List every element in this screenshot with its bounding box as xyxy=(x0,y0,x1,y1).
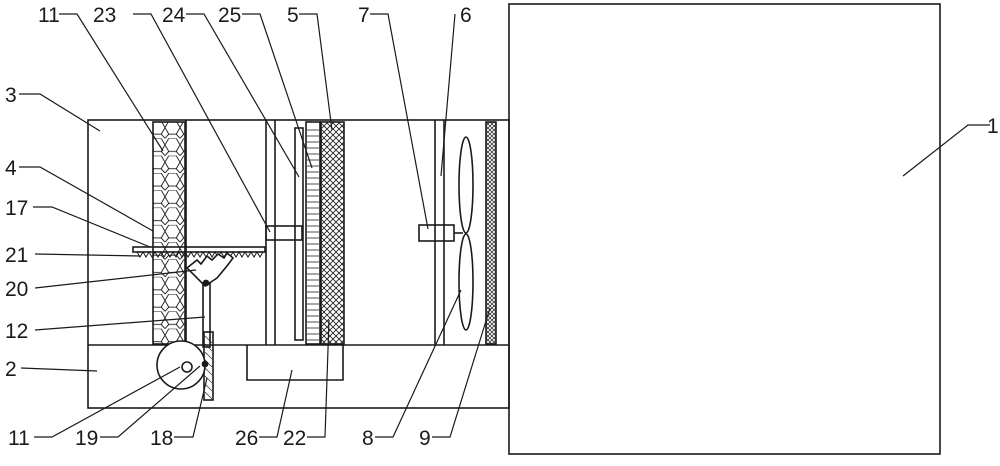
leader-left-20 xyxy=(34,269,197,289)
leader-bottom-18 xyxy=(174,377,208,438)
leader-bottom-22 xyxy=(307,319,330,438)
rack-plate xyxy=(132,246,266,253)
label-bottom-9: 9 xyxy=(419,427,431,450)
leader-left-21 xyxy=(34,253,141,257)
wheel-hub xyxy=(181,361,193,373)
leader-bottom-9 xyxy=(432,307,491,438)
leader-left-4 xyxy=(19,166,154,232)
mesh-filter-9 xyxy=(485,121,497,345)
leader-top-7 xyxy=(370,13,429,230)
label-top-25: 25 xyxy=(218,4,241,27)
housing-1 xyxy=(508,3,941,455)
gear-20 xyxy=(185,251,235,288)
leader-bottom-26 xyxy=(259,369,293,438)
label-top-7: 7 xyxy=(358,4,370,27)
label-top-5: 5 xyxy=(287,4,299,27)
crank-pin-19 xyxy=(201,360,209,368)
leader-bottom-19 xyxy=(100,365,201,438)
label-left-3: 3 xyxy=(5,84,17,107)
brush-bristles xyxy=(307,129,319,341)
leader-top-6 xyxy=(440,13,456,177)
label-bottom-26: 26 xyxy=(235,427,258,450)
slider-hatch xyxy=(204,335,213,400)
label-top-24: 24 xyxy=(162,4,186,27)
label-bottom-11: 11 xyxy=(8,427,30,450)
leader-lines xyxy=(19,13,990,438)
leader-top-11 xyxy=(59,13,164,152)
leader-right-1 xyxy=(902,124,990,177)
leader-top-23 xyxy=(133,13,271,233)
label-bottom-8: 8 xyxy=(362,427,374,450)
pivot-20 xyxy=(202,279,210,287)
leader-bottom-11 xyxy=(34,366,181,438)
label-left-12: 12 xyxy=(5,320,28,343)
leader-left-3 xyxy=(19,93,101,132)
label-bottom-22: 22 xyxy=(283,427,306,450)
leader-bottom-8 xyxy=(375,289,462,438)
mesh-filter-5 xyxy=(320,121,345,345)
leader-left-2 xyxy=(20,367,98,372)
label-top-11: 11 xyxy=(38,4,60,27)
label-left-2: 2 xyxy=(5,358,17,381)
label-left-4: 4 xyxy=(5,157,17,180)
label-left-20: 20 xyxy=(5,278,28,301)
label-left-21: 21 xyxy=(5,244,28,267)
label-bottom-19: 19 xyxy=(75,427,98,450)
label-top-6: 6 xyxy=(460,4,472,27)
leader-left-17 xyxy=(33,206,151,248)
fan-blade-lower xyxy=(458,233,474,331)
motor-7 xyxy=(418,224,455,242)
honeycomb-filter xyxy=(152,121,186,345)
label-left-17: 17 xyxy=(5,197,28,220)
label-top-23: 23 xyxy=(93,4,116,27)
leader-top-5 xyxy=(299,13,333,131)
brush-25 xyxy=(305,121,321,345)
leader-top-24 xyxy=(186,13,300,178)
support-23 xyxy=(265,225,303,241)
duct-body xyxy=(87,119,510,409)
label-bottom-18: 18 xyxy=(150,427,173,450)
leader-top-25 xyxy=(242,13,313,169)
collection-box-26 xyxy=(246,345,344,381)
rack-teeth xyxy=(136,251,264,258)
fan-blade-upper xyxy=(458,136,474,234)
leader-left-12 xyxy=(34,316,206,331)
label-right-1: 1 xyxy=(987,115,999,138)
